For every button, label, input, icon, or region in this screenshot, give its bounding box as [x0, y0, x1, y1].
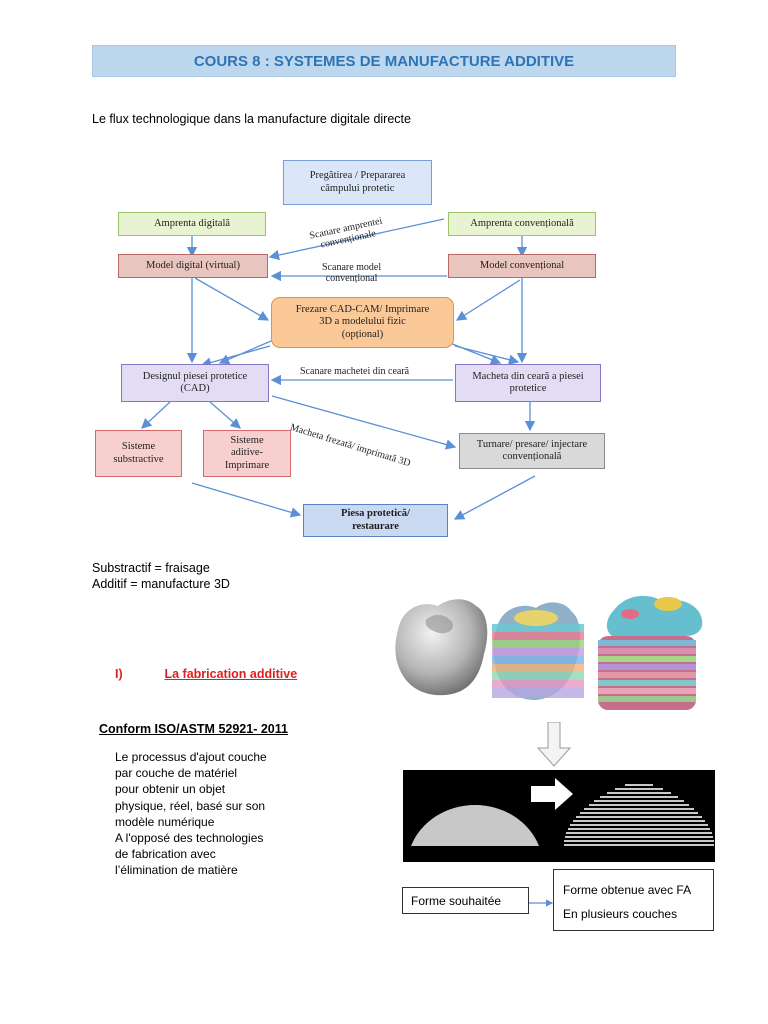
node-piesa-protetica: Piesa protetică/ restaurare — [303, 504, 448, 537]
definition-substractif: Substractif = fraisage — [92, 561, 210, 575]
node-sisteme-sub-line2: substractive — [113, 453, 164, 465]
node-frezare: Frezare CAD-CAM/ Imprimare 3D a modelulu… — [271, 297, 454, 348]
node-piesa-line2: restaurare — [352, 520, 399, 532]
arrow-scan-amprentei — [268, 218, 445, 261]
arrow-turnare-to-piesa — [453, 475, 536, 520]
page-title: COURS 8 : SYSTEMES DE MANUFACTURE ADDITI… — [92, 45, 676, 77]
node-sisteme-substractive: Sisteme substractive — [95, 430, 182, 477]
node-amprenta-digitala: Amprenta digitală — [118, 212, 266, 236]
arrow-sisteme-to-piesa — [191, 482, 302, 518]
forme-obtenue-line2: En plusieurs couches — [563, 907, 678, 921]
definitions: Substractif = fraisage Additif = manufac… — [92, 560, 230, 592]
node-turnare-line2: convențională — [502, 451, 562, 462]
description-line: A l'opposé des technologies — [115, 831, 264, 846]
tooth-solid-model — [395, 599, 488, 696]
node-turnare: Turnare/ presare/ injectare convențional… — [459, 433, 605, 469]
node-design-line1: Designul piesei protetice — [142, 370, 248, 382]
node-frezare-line2: 3D a modelului fizic — [319, 316, 406, 328]
node-amprenta-conventionala: Amprenta convențională — [448, 212, 596, 236]
node-sisteme-adi-line3: Imprimare — [224, 459, 270, 471]
tooth-sliced-model — [492, 602, 584, 700]
desired-shape-semicircle — [411, 804, 539, 846]
node-frezare-line1: Frezare CAD-CAM/ Imprimare — [295, 304, 430, 316]
arrow-frezare-to-macheta — [454, 345, 520, 365]
shape-comparison-panel — [403, 770, 715, 862]
description-line: pour obtenir un objet — [115, 782, 226, 797]
node-sisteme-sub-line1: Sisteme — [121, 441, 156, 453]
node-pregatirea-line1: Pregătirea / Prepararea — [309, 170, 406, 182]
arrow-model-to-frezare — [194, 277, 270, 321]
node-design: Designul piesei protetice (CAD) — [121, 364, 269, 402]
definition-additif: Additif = manufacture 3D — [92, 577, 230, 591]
arrow-macheta-frezata — [271, 395, 457, 450]
node-sisteme-aditive: Sisteme aditive- Imprimare — [203, 430, 291, 477]
description-line: par couche de matériel — [115, 766, 238, 781]
node-frezare-line3: (opțional) — [341, 328, 384, 340]
node-piesa-line1: Piesa protetică/ — [341, 508, 410, 520]
node-design-line2: (CAD) — [180, 383, 210, 394]
edge-label-scanare-model-line2: convențional — [325, 273, 378, 284]
node-macheta-line2: protetice — [509, 383, 547, 394]
flowchart: Pregătirea / Prepararea câmpului proteti… — [0, 150, 768, 545]
forme-obtenue-box: Forme obtenue avec FA En plusieurs couch… — [553, 869, 714, 931]
description-line: l’élimination de matière — [115, 863, 238, 878]
description: Le processus d'ajout couche par couche d… — [115, 749, 295, 879]
arrow-modelconv-to-frezare — [455, 279, 521, 321]
node-sisteme-adi-line2: aditive- — [230, 447, 264, 459]
description-line: physique, réel, basé sur son — [115, 798, 266, 813]
flowchart-arrows — [141, 218, 536, 520]
edge-label-scanare-model: Scanare model convențional — [322, 262, 381, 284]
node-macheta: Macheta din ceară a piesei protetice — [455, 364, 601, 402]
layered-shape — [564, 784, 714, 846]
tooth-layering-illustration — [395, 595, 703, 710]
edge-label-scanare-machetei: Scanare machetei din ceară — [300, 366, 410, 377]
intro-text: Le flux technologique dans la manufactur… — [92, 112, 411, 126]
standard-heading: Conform ISO/ASTM 52921- 2011 — [99, 722, 288, 736]
forme-souhaitee-box: Forme souhaitée — [402, 887, 529, 914]
node-model-digital: Model digital (virtual) — [118, 254, 268, 278]
node-sisteme-adi-line1: Sisteme — [230, 435, 264, 447]
node-turnare-line1: Turnare/ presare/ injectare — [476, 438, 588, 450]
arrow-design-to-adi — [209, 401, 241, 429]
node-macheta-line1: Macheta din ceară a piesei — [472, 370, 584, 382]
section-heading: I) La fabrication additive — [115, 667, 297, 681]
node-pregatirea: Pregătirea / Prepararea câmpului proteti… — [283, 160, 432, 205]
description-line: de fabrication avec — [115, 847, 216, 862]
description-line: modèle numérique — [115, 814, 215, 829]
arrow-design-to-sub — [141, 401, 171, 429]
down-arrow-icon — [536, 722, 572, 767]
forme-obtenue-line1: Forme obtenue avec FA — [563, 883, 692, 897]
right-arrow-icon — [531, 778, 573, 810]
tooth-layered-model — [598, 595, 703, 710]
edge-label-scanare-model-line1: Scanare model — [322, 262, 382, 273]
section-title: La fabrication additive — [164, 667, 298, 681]
node-model-conventional: Model convențional — [448, 254, 596, 278]
connector-arrow-icon — [529, 899, 554, 907]
node-pregatirea-line2: câmpului protetic — [320, 182, 395, 194]
description-line: Le processus d'ajout couche — [115, 750, 267, 764]
section-number: I) — [115, 667, 123, 681]
arrow-frezare-to-design — [200, 345, 271, 368]
